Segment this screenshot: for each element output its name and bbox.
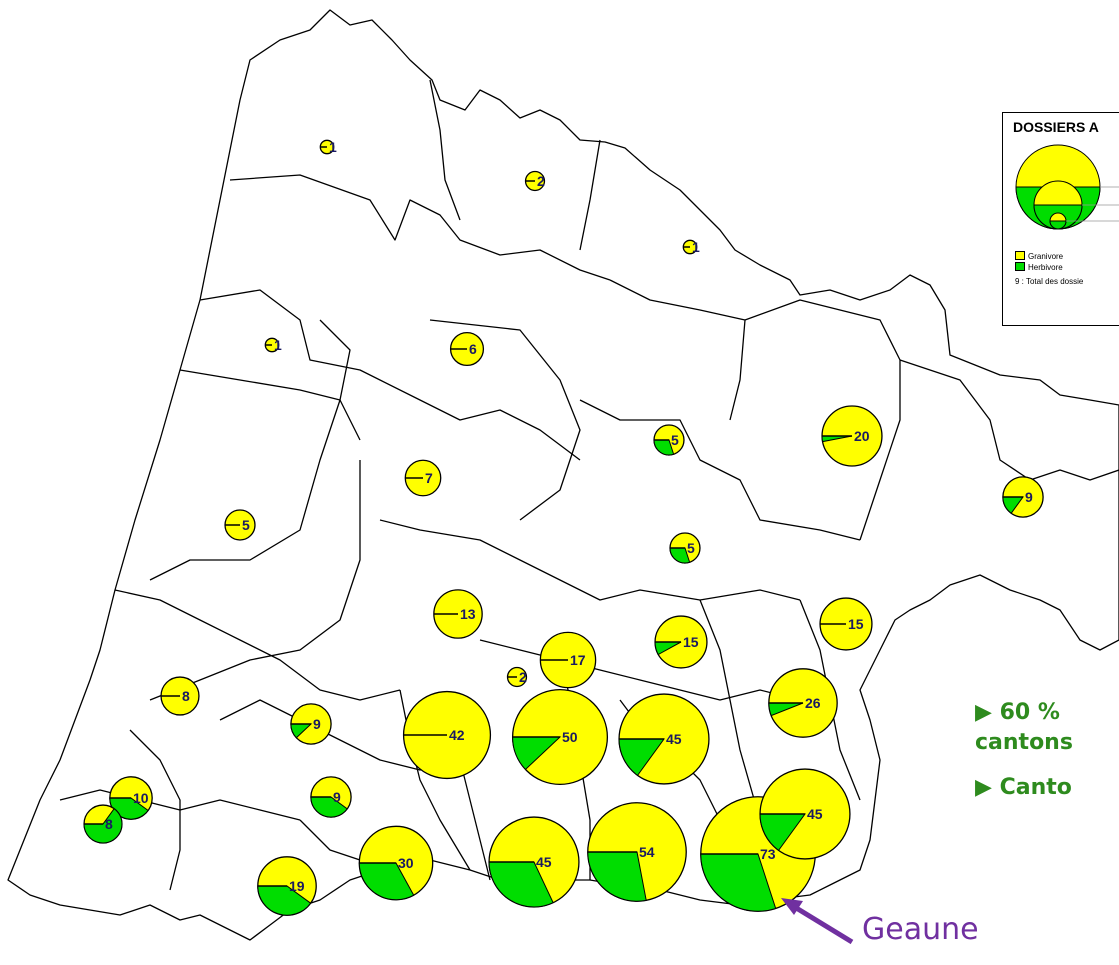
pie-total-label: 8 (105, 816, 113, 832)
canton-pie: 5 (653, 424, 685, 456)
canton-pie: 19 (257, 856, 317, 916)
canton-borders (7, 9, 1119, 941)
canton-pie: 8 (83, 804, 123, 844)
canton-pie: 8 (160, 676, 200, 716)
canton-pie: 50 (511, 688, 609, 786)
pie-total-label: 9 (333, 789, 341, 805)
pie-herbivore-slice (759, 813, 806, 852)
herbivore-swatch (1015, 262, 1025, 271)
pie-total-label: 8 (182, 688, 190, 704)
pie-herbivore-slice (83, 807, 123, 844)
pie-total-label: 73 (760, 846, 776, 862)
legend-item-granivore: Granivore (1015, 251, 1063, 261)
legend-item-herbivore: Herbivore (1015, 262, 1063, 272)
legend-label-herbivore: Herbivore (1028, 263, 1063, 272)
pie-total-label: 13 (460, 606, 476, 622)
pie-total-label: 17 (570, 652, 586, 668)
canton-pie: 26 (768, 668, 838, 738)
canton-pie: 15 (654, 615, 708, 669)
legend-note: 9 : Total des dossie (1015, 277, 1084, 286)
canton-pie: 9 (310, 776, 352, 818)
granivore-swatch (1015, 251, 1025, 260)
pie-total-label: 45 (807, 806, 823, 822)
canton-pie: 9 (290, 703, 332, 745)
pie-total-label: 45 (536, 854, 552, 870)
canton-pie: 45 (488, 816, 580, 908)
callout-arrow (781, 898, 854, 945)
legend: DOSSIERS A Granivore Herbivore 9 : Total… (1002, 112, 1119, 326)
annotation-bullet-2: ▶ Canto (975, 775, 1072, 800)
pie-total-label: 30 (398, 855, 414, 871)
pie-total-label: 5 (242, 517, 250, 533)
canton-pie: 1 (682, 239, 700, 255)
annotation-bullet-1-cont: cantons (975, 730, 1073, 755)
pie-total-label: 15 (848, 616, 864, 632)
legend-title: DOSSIERS A (1013, 119, 1099, 135)
pie-total-label: 20 (854, 428, 870, 444)
pie-total-label: 9 (1025, 489, 1033, 505)
pie-total-label: 5 (687, 540, 695, 556)
pie-herbivore-slice (257, 885, 312, 916)
canton-pie: 5 (669, 532, 701, 564)
pie-herbivore-slice (618, 738, 665, 777)
canton-pie: 1 (319, 139, 337, 155)
canton-pie: 20 (821, 405, 883, 467)
canton-pie: 2 (524, 170, 546, 192)
pie-total-label: 2 (519, 669, 527, 685)
canton-pie: 45 (618, 693, 710, 785)
canton-pie: 13 (433, 589, 483, 639)
legend-pie-sizes (1015, 144, 1119, 230)
canton-pie: 42 (402, 690, 492, 780)
pie-herbivore-slice (700, 853, 777, 912)
canton-pie: 15 (819, 597, 873, 651)
pie-total-label: 45 (666, 731, 682, 747)
canton-pie: 1 (264, 337, 282, 353)
canton-pie: 5 (224, 509, 256, 541)
canton-pie: 10 (109, 776, 153, 820)
department-outline (7, 9, 1119, 941)
canton-pie: 30 (358, 825, 434, 901)
pie-herbivore-slice (587, 851, 647, 902)
pie-total-label: 26 (805, 695, 821, 711)
annotation-bullet-1: ▶ 60 % (975, 700, 1060, 725)
pie-total-label: 2 (537, 173, 545, 189)
pie-total-label: 15 (683, 634, 699, 650)
canton-pie: 54 (587, 802, 687, 902)
pie-total-label: 1 (692, 239, 700, 255)
canton-pie: 2 (506, 666, 528, 688)
pie-total-label: 1 (274, 337, 282, 353)
pie-total-label: 50 (562, 729, 578, 745)
pie-total-label: 1 (329, 139, 337, 155)
pie-total-label: 54 (639, 844, 655, 860)
canton-pie: 9 (1002, 476, 1044, 518)
pie-total-label: 7 (425, 470, 433, 486)
callout-geaune: Geaune (862, 912, 979, 947)
pie-total-label: 42 (449, 727, 465, 743)
pie-total-label: 9 (313, 716, 321, 732)
pie-total-label: 19 (289, 878, 305, 894)
pie-total-label: 5 (671, 432, 679, 448)
canton-pie: 45 (759, 768, 851, 860)
pie-total-label: 10 (133, 790, 149, 806)
canton-pie: 6 (449, 331, 485, 367)
canton-pie: 7 (404, 459, 442, 497)
pie-total-label: 6 (469, 341, 477, 357)
canton-pie: 17 (539, 631, 597, 689)
legend-label-granivore: Granivore (1028, 252, 1064, 261)
pie-herbivore-slice (358, 862, 415, 901)
pie-herbivore-slice (488, 861, 554, 908)
pie-herbivore-slice (310, 796, 348, 818)
